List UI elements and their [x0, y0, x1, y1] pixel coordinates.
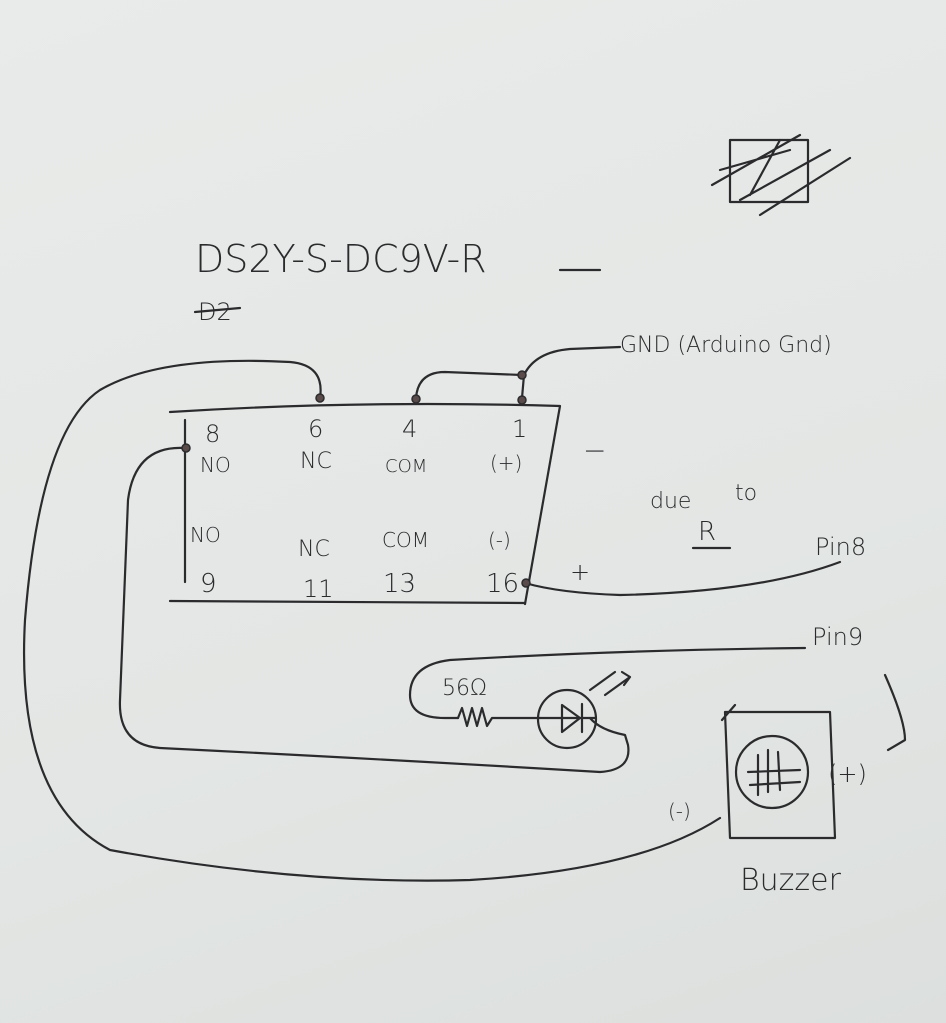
buzzer-icon — [720, 703, 837, 840]
wires — [23, 345, 907, 882]
wire-gnd — [520, 345, 622, 400]
pin-number: 6 — [308, 415, 323, 443]
wire-pin9-led — [408, 646, 807, 720]
relay-bottom-pins: 9 NO 11 NC 13 COM 16 (-) — [190, 523, 519, 603]
pin-number: 4 — [402, 415, 417, 443]
plus-sign: + — [570, 558, 590, 586]
pin-label: (+) — [490, 451, 522, 475]
minus-sign: − — [583, 434, 606, 467]
part-number: DS2Y-S-DC9V-R — [195, 237, 487, 281]
resistor-label: 56Ω — [442, 676, 487, 701]
pin-label: (-) — [488, 528, 511, 552]
pin-number: 8 — [205, 420, 220, 448]
pin-number: 1 — [512, 415, 527, 443]
pin-label: COM — [385, 456, 427, 477]
resistor — [456, 706, 542, 728]
pin-label: NO — [190, 523, 221, 547]
buzzer-label: Buzzer — [740, 863, 842, 898]
wire-pin9-buzzer-plus — [883, 673, 907, 752]
junction-dot — [181, 443, 191, 453]
led-icon — [536, 670, 632, 750]
junction-dot — [315, 393, 325, 403]
junction-dot — [411, 394, 421, 404]
pin8-label: Pin8 — [815, 533, 866, 561]
pin-number: 16 — [486, 569, 519, 599]
junction-dot — [517, 370, 527, 380]
wire-nc-to-buzzer-minus — [23, 359, 722, 882]
pin-number: 11 — [303, 575, 334, 603]
pin-label: COM — [382, 528, 429, 552]
pin-label: NO — [200, 453, 231, 477]
pin-label: NC — [298, 537, 330, 562]
buzzer-minus-label: (-) — [668, 799, 691, 823]
scribbled-out-box — [710, 133, 852, 217]
wire-com-to-pin1 — [414, 370, 524, 400]
junction-dot — [517, 395, 527, 405]
gnd-label: GND (Arduino Gnd) — [620, 333, 832, 358]
note-r: R — [698, 517, 716, 547]
pin-number: 9 — [200, 569, 217, 599]
wire-pin8 — [523, 560, 842, 597]
pin9-label: Pin9 — [812, 623, 863, 651]
junction-dot — [521, 578, 531, 588]
strike-line — [193, 306, 242, 314]
pin-label: NC — [300, 449, 332, 474]
pin-number: 13 — [383, 569, 416, 599]
note-due: due — [650, 489, 691, 514]
note-to: to — [735, 481, 757, 506]
relay-top-pins: 8 NO 6 NC 4 COM 1 (+) — [200, 415, 527, 477]
buzzer-plus-label: (+) — [828, 760, 867, 788]
wire-no-to-led — [118, 446, 630, 774]
